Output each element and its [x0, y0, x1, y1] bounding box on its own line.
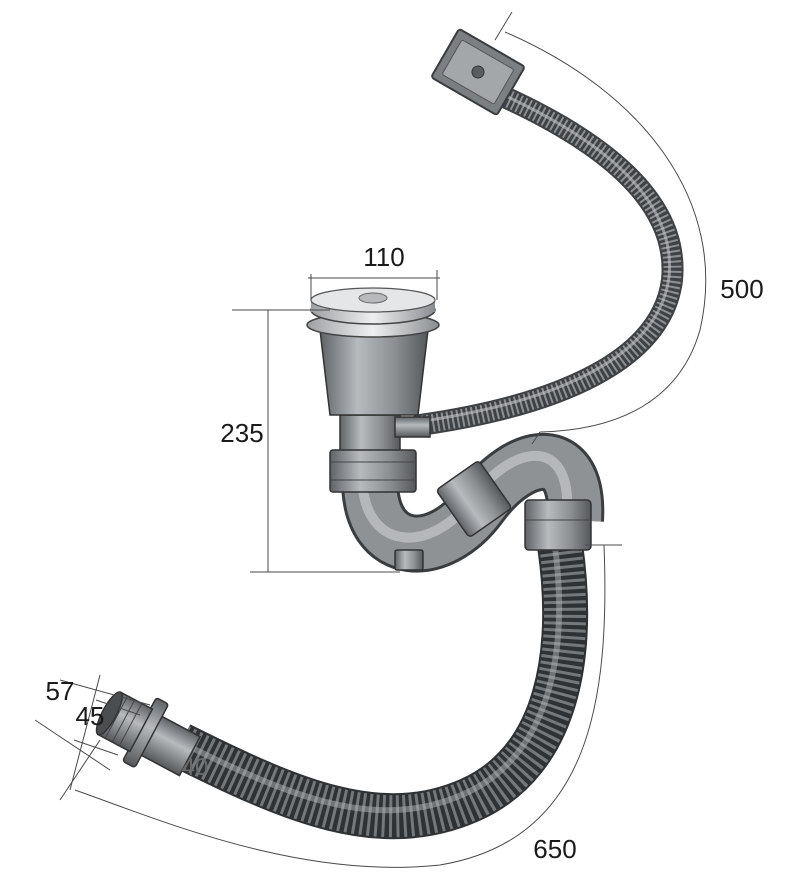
s-trap: [341, 432, 605, 573]
overflow-hose: [409, 84, 684, 436]
outlet-fitting: [95, 691, 202, 777]
dim-overflow-hose-label: 500: [720, 274, 763, 304]
dimension-lines: [34, 11, 707, 868]
dim-outlet-outer-label: 57: [46, 676, 75, 706]
dim-outlet-tail-label: 40: [182, 754, 209, 781]
dim-top-width-label: 110: [363, 242, 404, 272]
dim-outlet-inner-label: 45: [76, 701, 105, 731]
strainer-body: [306, 287, 440, 493]
dim-height-label: 235: [220, 418, 263, 448]
overflow-plate: [431, 28, 525, 116]
drain-hose: [169, 538, 589, 840]
dim-drain-hose-label: 650: [533, 834, 576, 864]
